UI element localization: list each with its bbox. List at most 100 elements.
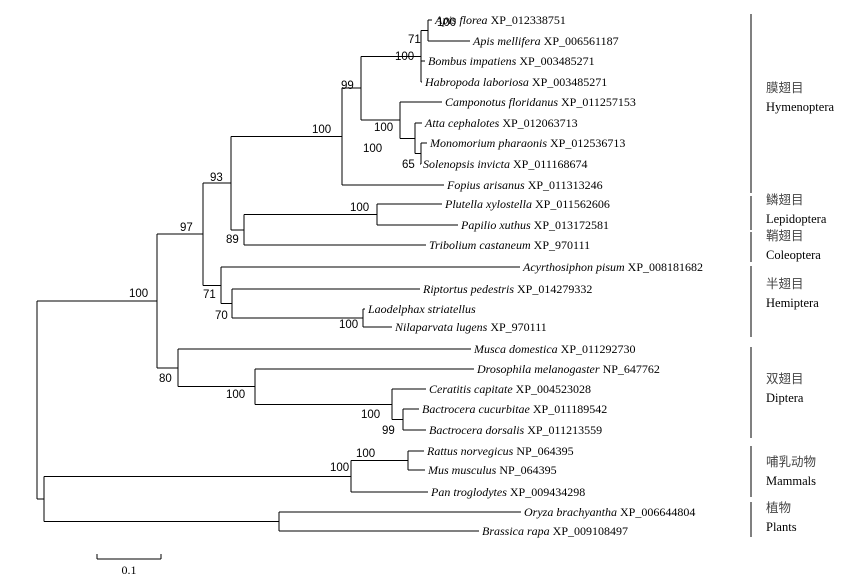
bootstrap-value: 71: [203, 289, 216, 301]
taxon-label: Bombus impatiens XP_003485271: [428, 54, 595, 68]
bootstrap-value: 100: [226, 389, 245, 401]
species-name: Nilaparvata lugens: [394, 320, 488, 334]
scale-bar-label: 0.1: [122, 563, 137, 577]
taxon-label: Fopius arisanus XP_011313246: [446, 178, 603, 192]
bootstrap-value: 100: [395, 51, 414, 63]
taxon-label: Camponotus floridanus XP_011257153: [445, 95, 636, 109]
accession-number: NP_064395: [513, 444, 573, 458]
group-label-latin: Plants: [766, 520, 797, 534]
bootstrap-value: 71: [408, 34, 421, 46]
species-name: Musca domestica: [473, 342, 558, 356]
accession-number: XP_011213559: [524, 423, 602, 437]
species-name: Bactrocera cucurbitae: [422, 402, 531, 416]
accession-number: XP_014279332: [514, 282, 592, 296]
group-labels: 膜翅目Hymenoptera鳞翅目Lepidoptera鞘翅目Coleopter…: [750, 14, 834, 537]
group-label-chinese: 鳞翅目: [766, 192, 804, 207]
accession-number: XP_012536713: [547, 136, 625, 150]
accession-number: NP_647762: [600, 362, 660, 376]
group-label-latin: Lepidoptera: [766, 212, 827, 226]
species-name: Apis florea: [434, 13, 488, 27]
taxon-label: Solenopsis invicta XP_011168674: [423, 157, 587, 171]
accession-number: XP_012338751: [488, 13, 566, 27]
accession-number: XP_003485271: [529, 75, 607, 89]
group-label-chinese: 植物: [766, 500, 791, 515]
species-name: Plutella xylostella: [444, 197, 532, 211]
species-name: Pan troglodytes: [430, 485, 507, 499]
bootstrap-value: 70: [215, 310, 228, 322]
bootstrap-value: 100: [312, 124, 331, 136]
bootstrap-value: 100: [356, 448, 375, 460]
bootstrap-value: 100: [339, 319, 358, 331]
species-name: Solenopsis invicta: [423, 157, 510, 171]
group-label-latin: Mammals: [766, 474, 816, 488]
accession-number: XP_006644804: [617, 505, 695, 519]
accession-number: XP_970111: [487, 320, 546, 334]
species-name: Acyrthosiphon pisum: [522, 260, 625, 274]
bootstrap-value: 100: [374, 122, 393, 134]
species-name: Tribolium castaneum: [429, 238, 531, 252]
taxon-label: Brassica rapa XP_009108497: [482, 524, 628, 538]
species-name: Ceratitis capitate: [429, 382, 513, 396]
accession-number: XP_009434298: [507, 485, 585, 499]
bootstrap-value: 97: [180, 222, 193, 234]
accession-number: XP_011189542: [530, 402, 607, 416]
bootstrap-value: 99: [341, 80, 354, 92]
taxon-label: Riptortus pedestris XP_014279332: [422, 282, 592, 296]
group-label-chinese: 哺乳动物: [766, 455, 816, 469]
accession-number: XP_011292730: [558, 342, 636, 356]
accession-number: XP_008181682: [625, 260, 703, 274]
bootstrap-value: 89: [226, 234, 239, 246]
accession-number: XP_011168674: [510, 157, 587, 171]
taxon-label: Atta cephalotes XP_012063713: [424, 116, 578, 130]
bootstrap-value: 100: [330, 462, 349, 474]
bootstrap-value: 100: [361, 409, 380, 421]
tree-branches: [36, 19, 521, 532]
taxon-label: Habropoda laboriosa XP_003485271: [424, 75, 607, 89]
species-name: Papilio xuthus: [460, 218, 531, 232]
species-name: Apis mellifera: [472, 34, 541, 48]
taxon-label: Apis florea XP_012338751: [434, 13, 566, 27]
species-name: Mus musculus: [427, 463, 497, 477]
species-name: Oryza brachyantha: [524, 505, 617, 519]
accession-number: XP_011313246: [525, 178, 603, 192]
group-label-chinese: 半翅目: [766, 276, 804, 291]
bootstrap-value: 93: [210, 172, 223, 184]
taxon-label: Nilaparvata lugens XP_970111: [394, 320, 547, 334]
taxon-label: Laodelphax striatellus: [367, 302, 476, 316]
group-label-latin: Hemiptera: [766, 296, 819, 310]
accession-number: XP_004523028: [513, 382, 591, 396]
taxon-label: Papilio xuthus XP_013172581: [460, 218, 609, 232]
group-label-chinese: 膜翅目: [766, 80, 804, 95]
accession-number: XP_011562606: [532, 197, 610, 211]
group-label-chinese: 双翅目: [766, 371, 804, 386]
bootstrap-value: 100: [350, 202, 369, 214]
species-name: Atta cephalotes: [424, 116, 500, 130]
bootstrap-value: 65: [402, 159, 415, 171]
taxon-label: Mus musculus NP_064395: [427, 463, 557, 477]
bootstrap-value: 99: [382, 425, 395, 437]
taxon-label: Apis mellifera XP_006561187: [472, 34, 619, 48]
group-label-latin: Coleoptera: [766, 248, 821, 262]
species-name: Monomorium pharaonis: [429, 136, 547, 150]
accession-number: XP_003485271: [516, 54, 594, 68]
species-name: Laodelphax striatellus: [367, 302, 476, 316]
taxon-label: Tribolium castaneum XP_970111: [429, 238, 590, 252]
taxon-label: Musca domestica XP_011292730: [473, 342, 636, 356]
species-name: Fopius arisanus: [446, 178, 525, 192]
scale-bar: 0.1: [96, 554, 162, 577]
species-name: Habropoda laboriosa: [424, 75, 529, 89]
taxon-label: Monomorium pharaonis XP_012536713: [429, 136, 625, 150]
species-name: Camponotus floridanus: [445, 95, 558, 109]
species-name: Brassica rapa: [482, 524, 550, 538]
taxon-label: Bactrocera dorsalis XP_011213559: [429, 423, 602, 437]
accession-number: XP_009108497: [550, 524, 628, 538]
species-name: Bactrocera dorsalis: [429, 423, 525, 437]
accession-number: XP_006561187: [541, 34, 619, 48]
group-label-chinese: 鞘翅目: [766, 228, 804, 243]
group-label-latin: Diptera: [766, 391, 804, 405]
taxon-label: Acyrthosiphon pisum XP_008181682: [522, 260, 703, 274]
species-name: Bombus impatiens: [428, 54, 517, 68]
